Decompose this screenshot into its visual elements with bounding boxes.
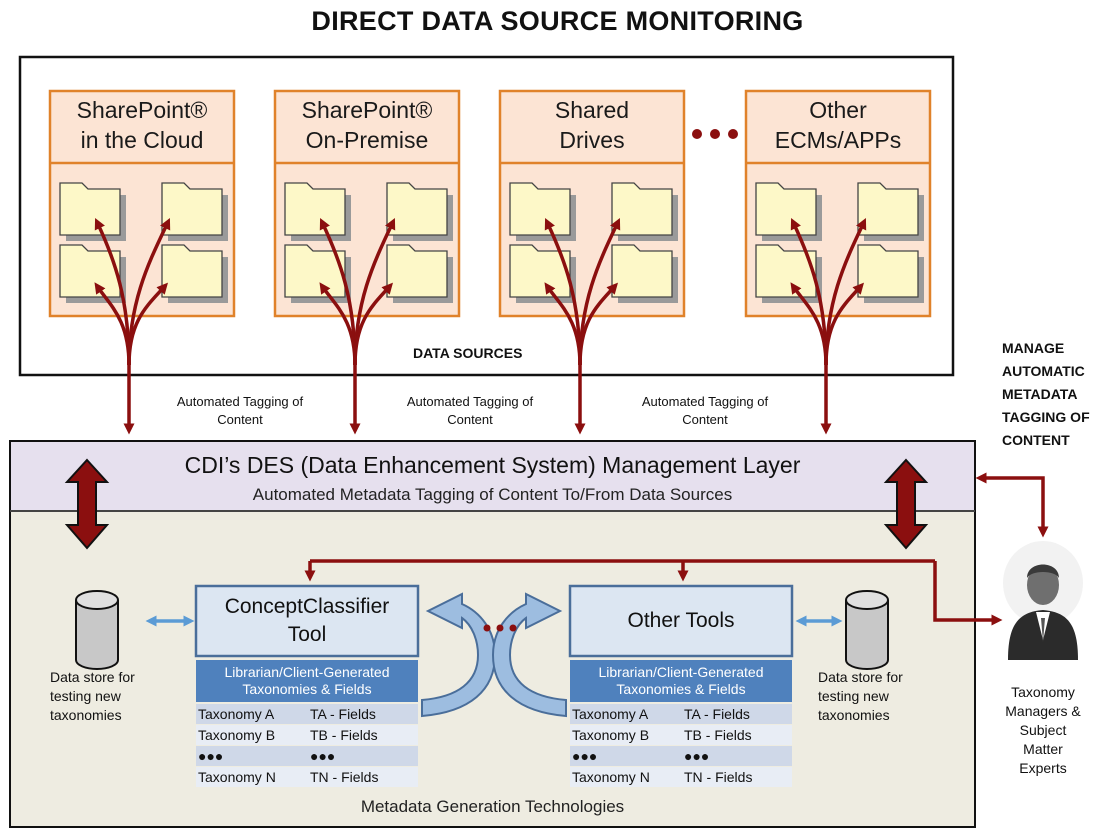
taxonomy-fields: TA - Fields <box>310 706 376 722</box>
source-label-line2: Drives <box>559 127 625 153</box>
taxonomy-name: Taxonomy A <box>198 706 275 722</box>
tagging-label-line1: Automated Tagging of <box>176 394 304 409</box>
experts-label-line: Subject <box>1019 722 1067 738</box>
taxonomy-fields: TN - Fields <box>310 769 379 785</box>
data-store-label-right: Data store for testing new taxonomies <box>818 668 903 725</box>
source-label-line1: Other <box>809 97 867 123</box>
taxonomy-fields: ●●● <box>684 748 710 764</box>
source-label-line1: SharePoint® <box>76 97 208 123</box>
data-store-label-line: testing new <box>818 688 889 704</box>
tagging-label-line2: Content <box>682 412 728 427</box>
source-label-line2: ECMs/APPs <box>774 127 902 153</box>
tool-label-other: Other Tools <box>570 586 792 656</box>
tool-box-other <box>568 584 794 658</box>
manage-label: MANAGE AUTOMATIC METADATA TAGGING OF CON… <box>1002 337 1090 452</box>
experts-label-line: Taxonomy <box>1011 684 1075 700</box>
management-layer-subtitle: Automated Metadata Tagging of Content To… <box>252 485 733 504</box>
taxonomy-header-line1: Librarian/Client-Generated <box>598 664 764 680</box>
taxonomy-name: Taxonomy N <box>572 769 650 785</box>
taxonomy-name: Taxonomy N <box>198 769 276 785</box>
tool-label-line2: Tool <box>287 623 327 646</box>
taxonomy-header-line1: Librarian/Client-Generated <box>224 664 390 680</box>
source-label-sharepoint-cloud: SharePoint® in the Cloud <box>52 95 232 155</box>
experts-label: Taxonomy Managers & Subject Matter Exper… <box>995 683 1091 778</box>
tagging-label-line2: Content <box>447 412 493 427</box>
taxonomy-rows-right <box>570 704 792 787</box>
taxonomy-name: Taxonomy A <box>572 706 649 722</box>
tool-box-conceptclassifier <box>194 584 420 658</box>
manage-label-line: TAGGING OF <box>1002 409 1090 425</box>
taxonomy-header-line2: Taxonomies & Fields <box>242 681 372 697</box>
experts-label-line: Matter <box>1023 741 1063 757</box>
metadata-generation-label: Metadata Generation Technologies <box>360 797 625 816</box>
taxonomy-fields: TA - Fields <box>684 706 750 722</box>
taxonomy-header-right-text: Librarian/Client-Generated Taxonomies & … <box>570 660 792 702</box>
taxonomy-name: Taxonomy B <box>198 727 276 743</box>
taxonomy-header-left <box>196 660 418 702</box>
manage-arrow <box>975 472 1049 538</box>
tool-label-conceptclassifier: ConceptClassifier Tool <box>196 586 418 656</box>
taxonomy-fields: TB - Fields <box>684 727 752 743</box>
source-label-sharepoint-onprem: SharePoint® On-Premise <box>277 95 457 155</box>
manage-label-line: METADATA <box>1002 386 1078 402</box>
source-label-shared-drives: Shared Drives <box>502 95 682 155</box>
taxonomy-fields: ●●● <box>310 748 336 764</box>
taxonomy-header-line2: Taxonomies & Fields <box>616 681 746 697</box>
blue-cycle-arrows <box>421 592 567 718</box>
tool-label-line1: Other Tools <box>627 609 735 632</box>
tool-connector-arrows <box>304 559 1003 626</box>
tool-label-line1: ConceptClassifier <box>224 595 390 618</box>
data-store-label-line: taxonomies <box>50 707 122 723</box>
source-label-other-ecms: Other ECMs/APPs <box>748 95 928 155</box>
data-store-label-line: Data store for <box>818 669 903 685</box>
experts-label-line: Experts <box>1019 760 1067 776</box>
taxonomy-header-right <box>570 660 792 702</box>
experts-label-line: Managers & <box>1005 703 1081 719</box>
taxonomy-fields: TB - Fields <box>310 727 378 743</box>
tagging-label-line1: Automated Tagging of <box>641 394 769 409</box>
management-layer-title: CDI’s DES (Data Enhancement System) Mana… <box>184 452 801 478</box>
manage-label-line: MANAGE <box>1002 340 1065 356</box>
data-store-label-line: taxonomies <box>818 707 890 723</box>
taxonomy-name: Taxonomy B <box>572 727 650 743</box>
taxonomy-rows-left <box>196 704 418 787</box>
source-label-line2: in the Cloud <box>80 127 204 153</box>
taxonomy-header-left-text: Librarian/Client-Generated Taxonomies & … <box>196 660 418 702</box>
tagging-label-line1: Automated Tagging of <box>406 394 534 409</box>
page-title: DIRECT DATA SOURCE MONITORING <box>311 6 804 36</box>
data-store-label-left: Data store for testing new taxonomies <box>50 668 135 725</box>
data-store-label-line: testing new <box>50 688 121 704</box>
data-store-label-line: Data store for <box>50 669 135 685</box>
tagging-label-line2: Content <box>217 412 263 427</box>
management-layer-box <box>9 440 976 512</box>
source-label-line2: On-Premise <box>305 127 429 153</box>
data-store-icon-left <box>75 590 119 670</box>
tagging-label: Automated Tagging of Content <box>380 393 560 429</box>
tagging-arrows <box>94 217 867 435</box>
taxonomy-name: ●●● <box>572 748 598 764</box>
source-label-line1: Shared <box>554 97 630 123</box>
taxonomy-fields: TN - Fields <box>684 769 753 785</box>
layer-double-arrows <box>64 458 929 550</box>
tagging-label: Automated Tagging of Content <box>150 393 330 429</box>
data-store-icon-right <box>845 590 889 670</box>
manage-label-line: AUTOMATIC <box>1002 363 1085 379</box>
manage-label-line: CONTENT <box>1002 432 1070 448</box>
data-sources-label: DATA SOURCES <box>413 345 523 361</box>
tools-ellipsis <box>483 624 517 632</box>
person-icon <box>1003 541 1083 660</box>
tagging-label: Automated Tagging of Content <box>615 393 795 429</box>
source-label-line1: SharePoint® <box>301 97 433 123</box>
taxonomy-name: ●●● <box>198 748 224 764</box>
sources-ellipsis <box>692 129 738 139</box>
